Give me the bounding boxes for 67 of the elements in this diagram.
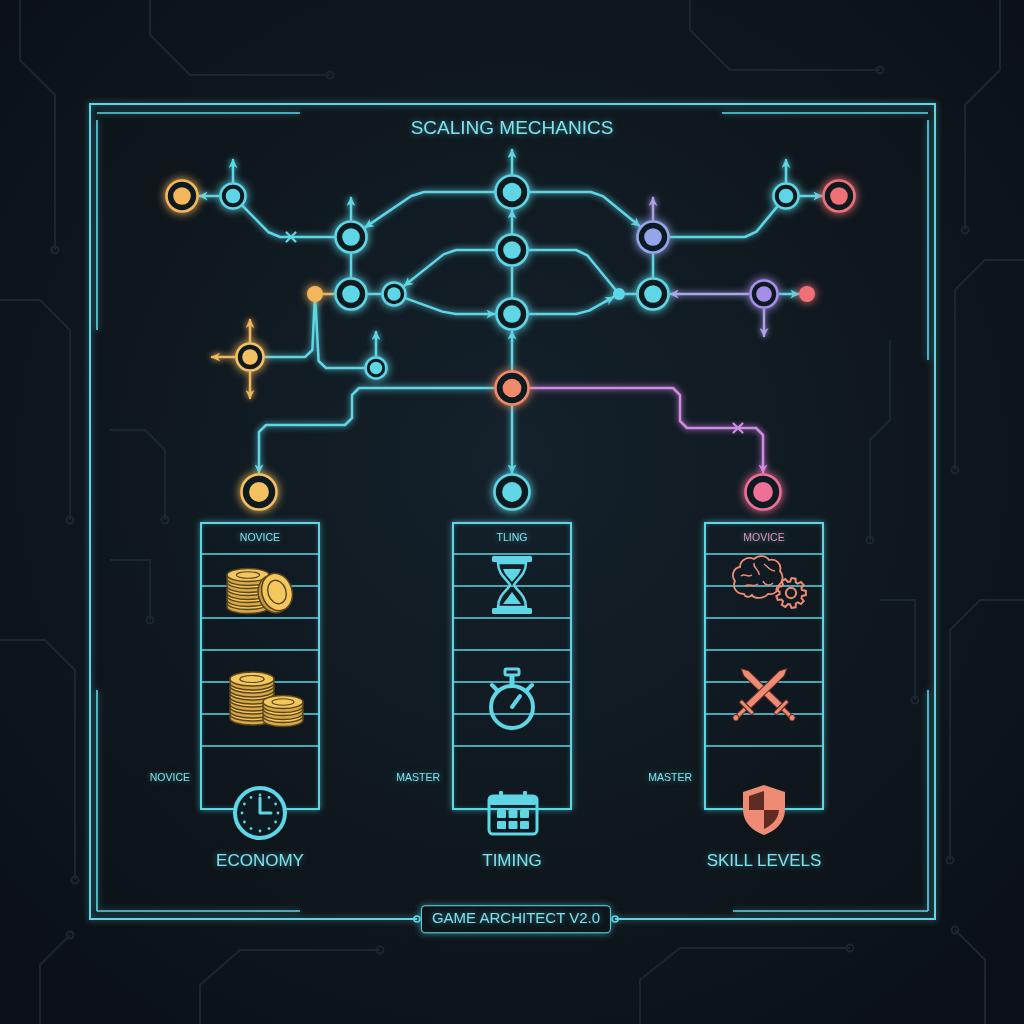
tier-label: MASTER bbox=[648, 772, 692, 784]
junction-dot bbox=[307, 286, 323, 302]
circle-node bbox=[381, 281, 407, 307]
junction-dot bbox=[799, 286, 815, 302]
column-caption: TIMING bbox=[482, 851, 542, 871]
arrow bbox=[245, 371, 255, 400]
arrow bbox=[245, 318, 255, 343]
arrow bbox=[507, 148, 517, 175]
connector-line bbox=[669, 205, 778, 239]
connector-line bbox=[510, 266, 514, 298]
connector-line bbox=[314, 301, 365, 370]
junction-dot bbox=[613, 288, 625, 300]
arrow bbox=[759, 308, 769, 338]
arrow bbox=[371, 330, 381, 357]
circle-node bbox=[744, 473, 782, 511]
circle-node bbox=[495, 297, 529, 331]
circle-node bbox=[219, 182, 247, 210]
arrow bbox=[210, 352, 236, 362]
connector-line bbox=[241, 205, 335, 239]
circle-node bbox=[334, 277, 368, 311]
arrow bbox=[507, 209, 517, 234]
arrow bbox=[799, 191, 823, 201]
connector-line bbox=[651, 253, 655, 278]
circle-node bbox=[636, 220, 670, 254]
circle-node bbox=[334, 220, 368, 254]
circle-node bbox=[494, 370, 530, 406]
arrow bbox=[529, 386, 768, 474]
tier-label: TLING bbox=[496, 532, 528, 544]
tier-label: NOVICE bbox=[149, 772, 190, 784]
connector-line bbox=[349, 253, 353, 278]
arrow bbox=[403, 248, 496, 287]
arrow bbox=[648, 196, 658, 221]
version-tag: GAME ARCHITECT V2.0 bbox=[420, 905, 612, 933]
arrow bbox=[781, 158, 791, 183]
arrow bbox=[507, 330, 517, 371]
circle-node bbox=[493, 473, 531, 511]
tier-label: MOVICE bbox=[743, 532, 785, 544]
arrow bbox=[364, 190, 495, 229]
arrow bbox=[507, 405, 517, 474]
circle-node bbox=[235, 342, 265, 372]
arrow bbox=[228, 158, 238, 183]
arrow bbox=[778, 289, 800, 299]
circle-node bbox=[494, 174, 530, 210]
arrow bbox=[346, 196, 356, 221]
arrow bbox=[198, 191, 220, 201]
arrow bbox=[405, 297, 496, 319]
circle-node bbox=[495, 233, 529, 267]
column-caption: SKILL LEVELS bbox=[706, 851, 822, 871]
ladder-column bbox=[452, 522, 572, 810]
circle-node bbox=[822, 179, 856, 213]
circle-node bbox=[240, 473, 278, 511]
arrow bbox=[669, 289, 750, 299]
circle-node bbox=[364, 356, 388, 380]
tier-label: MASTER bbox=[396, 772, 440, 784]
connector-line bbox=[528, 248, 617, 291]
arrow bbox=[529, 190, 641, 228]
circle-node bbox=[636, 277, 670, 311]
tier-label: NOVICE bbox=[239, 532, 281, 544]
arrow bbox=[254, 386, 495, 474]
circle-node bbox=[165, 179, 199, 213]
circle-node bbox=[772, 182, 800, 210]
arrow bbox=[528, 295, 615, 316]
ladder-column bbox=[704, 522, 824, 810]
connector-line bbox=[264, 301, 316, 359]
column-caption: ECONOMY bbox=[216, 851, 304, 871]
circle-node bbox=[749, 279, 779, 309]
diagram-title: SCALING MECHANICS bbox=[410, 117, 614, 139]
